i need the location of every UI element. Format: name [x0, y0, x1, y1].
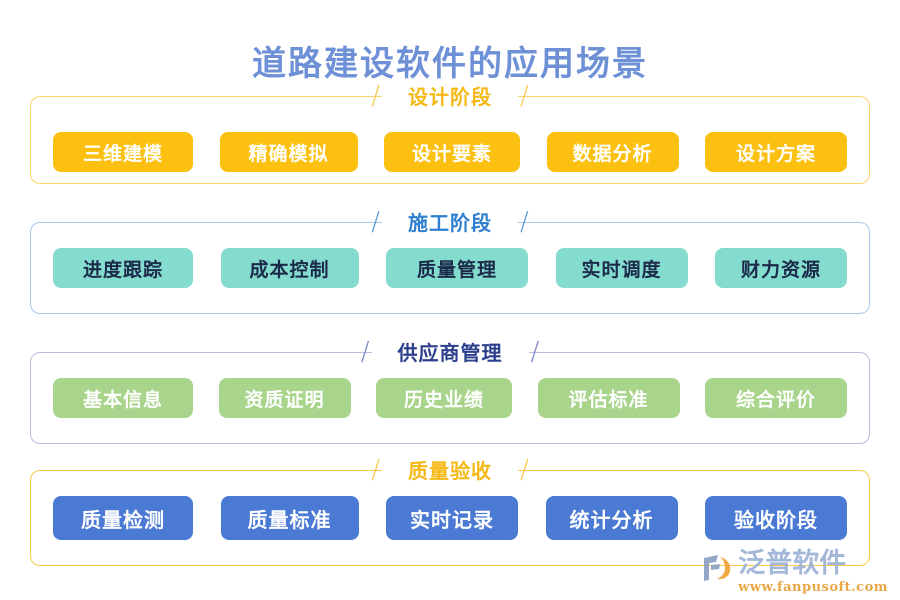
- watermark-brand: 泛普软件: [738, 548, 847, 579]
- pill-item[interactable]: 财力资源: [715, 248, 847, 288]
- pill-item[interactable]: 基本信息: [53, 378, 193, 418]
- pill-item[interactable]: 设计方案: [705, 132, 847, 172]
- pill-item[interactable]: 设计要素: [384, 132, 520, 172]
- pill-item[interactable]: 评估标准: [537, 378, 680, 418]
- pill-item[interactable]: 质量标准: [220, 496, 359, 540]
- section-card-design-phase: / 设计阶段 / 三维建模 精确模拟 设计要素 数据分析 设计方案: [30, 82, 870, 184]
- pill-item[interactable]: 实时调度: [555, 248, 688, 288]
- section-card-construction-phase: / 施工阶段 / 进度跟踪 成本控制 质量管理 实时调度 财力资源: [30, 208, 870, 314]
- pill-item[interactable]: 质量检测: [53, 496, 193, 540]
- pill-row-design-phase: 三维建模 精确模拟 设计要素 数据分析 设计方案: [31, 97, 869, 183]
- watermark-logo: 泛普软件 www.fanpusoft.com: [700, 550, 888, 594]
- pill-item[interactable]: 数据分析: [546, 132, 679, 172]
- pill-item[interactable]: 成本控制: [220, 248, 359, 288]
- pill-row-construction-phase: 进度跟踪 成本控制 质量管理 实时调度 财力资源: [31, 223, 869, 313]
- pill-item[interactable]: 统计分析: [545, 496, 678, 540]
- pill-item[interactable]: 三维建模: [53, 132, 193, 172]
- pill-item[interactable]: 历史业绩: [376, 378, 512, 418]
- pill-item[interactable]: 验收阶段: [705, 496, 847, 540]
- pill-item[interactable]: 质量管理: [386, 248, 528, 288]
- pill-row-supplier-management: 基本信息 资质证明 历史业绩 评估标准 综合评价: [31, 353, 869, 443]
- watermark-url: www.fanpusoft.com: [738, 580, 888, 595]
- pill-item[interactable]: 资质证明: [218, 378, 351, 418]
- fanpu-swoosh-logo-icon: [700, 552, 734, 584]
- pill-item[interactable]: 进度跟踪: [53, 248, 193, 288]
- pill-item[interactable]: 精确模拟: [219, 132, 358, 172]
- pill-item[interactable]: 综合评价: [705, 378, 847, 418]
- section-card-supplier-management: / 供应商管理 / 基本信息 资质证明 历史业绩 评估标准 综合评价: [30, 338, 870, 444]
- pill-item[interactable]: 实时记录: [386, 496, 518, 540]
- pill-row-quality-acceptance: 质量检测 质量标准 实时记录 统计分析 验收阶段: [31, 471, 869, 565]
- page-title: 道路建设软件的应用场景: [252, 44, 648, 84]
